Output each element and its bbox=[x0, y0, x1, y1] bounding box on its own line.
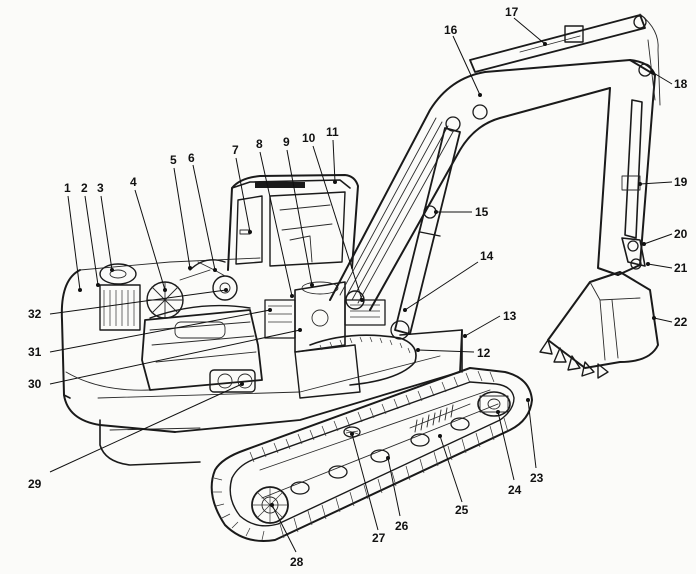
callout-9: 9 bbox=[283, 135, 290, 149]
callout-5: 5 bbox=[170, 153, 177, 167]
callout-26: 26 bbox=[395, 519, 409, 533]
boom bbox=[329, 59, 656, 311]
callout-11: 11 bbox=[326, 125, 339, 139]
cab-outline bbox=[227, 174, 359, 271]
recoil-spring bbox=[409, 403, 471, 433]
arm bbox=[597, 13, 661, 276]
undercarriage bbox=[99, 367, 533, 542]
callout-24: 24 bbox=[508, 483, 522, 497]
callout-22: 22 bbox=[674, 315, 688, 329]
track-shoes bbox=[212, 370, 509, 541]
callout-31: 31 bbox=[28, 345, 42, 359]
bucket-outline bbox=[547, 271, 659, 369]
callout-12: 12 bbox=[477, 346, 491, 360]
callout-20: 20 bbox=[674, 227, 688, 241]
hydraulic-pump bbox=[209, 369, 256, 393]
callout-13: 13 bbox=[503, 309, 517, 323]
callout-32: 32 bbox=[28, 307, 42, 321]
bucket bbox=[539, 271, 659, 379]
callout-numbers: 1 2 3 4 5 6 7 8 9 10 11 12 13 14 15 16 1… bbox=[28, 5, 688, 569]
near-track-outer bbox=[210, 367, 533, 542]
callout-30: 30 bbox=[28, 377, 42, 391]
boom-cylinder bbox=[394, 104, 488, 335]
callout-28: 28 bbox=[290, 555, 304, 569]
swing-ring bbox=[309, 334, 417, 386]
engine-block bbox=[141, 309, 263, 391]
callout-27: 27 bbox=[372, 531, 386, 545]
callout-10: 10 bbox=[302, 131, 316, 145]
callout-29: 29 bbox=[28, 477, 42, 491]
engine-compartment bbox=[99, 259, 417, 399]
callout-6: 6 bbox=[188, 151, 195, 165]
callout-8: 8 bbox=[256, 137, 263, 151]
callout-14: 14 bbox=[480, 249, 494, 263]
cab bbox=[227, 174, 359, 271]
callout-17: 17 bbox=[505, 5, 519, 19]
callout-15: 15 bbox=[475, 205, 489, 219]
callout-21: 21 bbox=[674, 261, 688, 275]
track-rollers bbox=[290, 417, 470, 495]
callout-19: 19 bbox=[674, 175, 688, 189]
counterweight bbox=[60, 269, 176, 433]
callout-7: 7 bbox=[232, 143, 239, 157]
callout-16: 16 bbox=[444, 23, 458, 37]
callout-18: 18 bbox=[674, 77, 688, 91]
near-track-inner bbox=[229, 381, 515, 527]
arm-cylinder bbox=[469, 14, 647, 73]
leader-lines bbox=[49, 17, 673, 553]
idler bbox=[477, 391, 511, 417]
callout-3: 3 bbox=[97, 181, 104, 195]
callout-25: 25 bbox=[455, 503, 469, 517]
leader-dots bbox=[78, 42, 656, 507]
callout-1: 1 bbox=[64, 181, 71, 195]
callout-2: 2 bbox=[81, 181, 88, 195]
callout-23: 23 bbox=[530, 471, 544, 485]
callout-4: 4 bbox=[130, 175, 137, 189]
